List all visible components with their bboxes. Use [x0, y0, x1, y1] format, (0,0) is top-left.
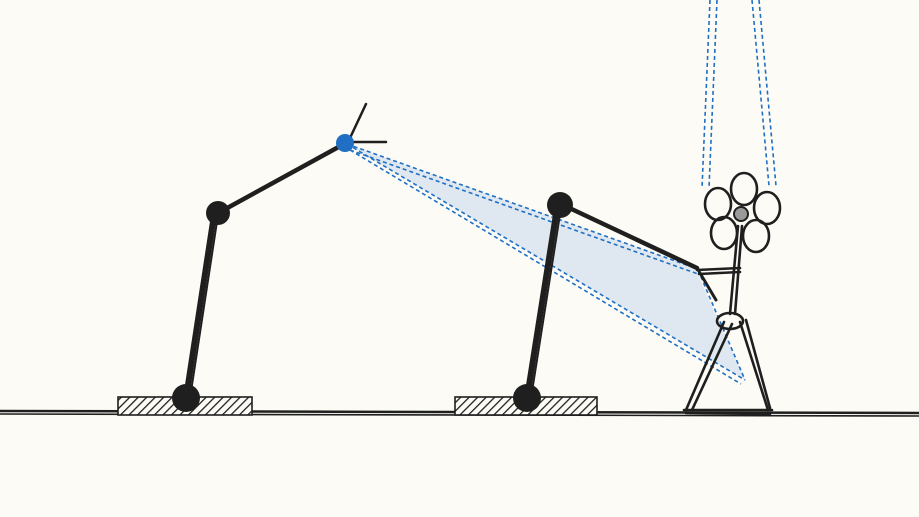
base-joint	[513, 384, 541, 412]
open-gripper	[348, 102, 388, 144]
flower-center	[733, 206, 749, 222]
robot-arm-right	[454, 192, 718, 416]
blue-dashed-suspension-lines	[701, 0, 777, 189]
six-petal-flower	[703, 171, 782, 254]
robot-arm-left	[117, 102, 388, 416]
blue-sensor-tip	[336, 134, 354, 152]
flower-cart	[682, 171, 782, 416]
elbow-joint	[206, 201, 230, 225]
base-joint	[172, 384, 200, 412]
elbow-joint	[547, 192, 573, 218]
